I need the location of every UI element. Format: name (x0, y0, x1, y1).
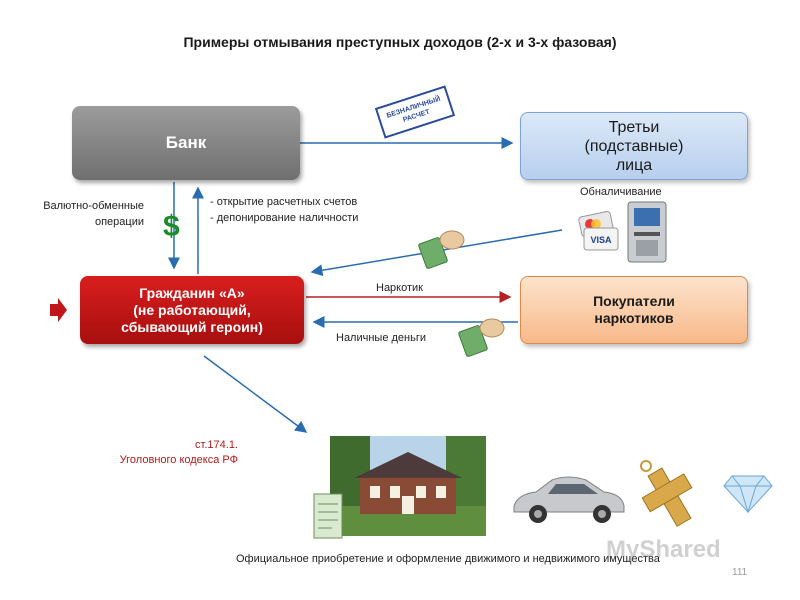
arrow-to-property (203, 355, 308, 433)
visa-text: VISA (590, 235, 612, 245)
bank-label: Банк (165, 133, 207, 152)
money-hand-icon (458, 318, 505, 357)
cash-label: Наличные деньги (336, 332, 427, 344)
bank-box: Банк (72, 106, 300, 180)
third-parties-label: Третьи (подставные) лица (584, 118, 684, 174)
watermark: MyShared (606, 536, 721, 563)
cashing-label: Обналичивание (580, 186, 662, 198)
car-icon (513, 476, 625, 523)
pointer-arrow-icon (50, 298, 67, 322)
diamond-icon (723, 475, 773, 514)
page-title: Примеры отмывания преступных доходов (2-… (183, 34, 617, 50)
citizen-label: Гражданин «А» (не работающий, сбывающий … (121, 284, 263, 335)
accounts-label-2: - депонирование наличности (210, 212, 359, 224)
buyers-label: Покупатели наркотиков (593, 293, 675, 326)
cross-pendant-icon (640, 460, 693, 527)
atm-icon (627, 201, 667, 263)
page-number: 111 (732, 567, 748, 578)
exchange-label: Валютно-обменные операции (43, 200, 144, 228)
credit-cards-icon: VISA (578, 210, 619, 251)
third-parties-box: Третьи (подставные) лица (520, 112, 748, 180)
buyers-box: Покупатели наркотиков (520, 276, 748, 344)
certificate-icon (313, 493, 343, 539)
article-label: ст.174.1. Уголовного кодекса РФ (119, 439, 238, 466)
drug-label: Наркотик (376, 282, 423, 294)
citizen-box: Гражданин «А» (не работающий, сбывающий … (80, 276, 304, 344)
house-image (330, 436, 486, 536)
dollar-icon: $ (163, 210, 180, 243)
accounts-label-1: - открытие расчетных счетов (210, 196, 358, 208)
money-hand-icon (418, 230, 465, 269)
bottom-caption: Официальное приобретение и оформление дв… (236, 553, 660, 565)
